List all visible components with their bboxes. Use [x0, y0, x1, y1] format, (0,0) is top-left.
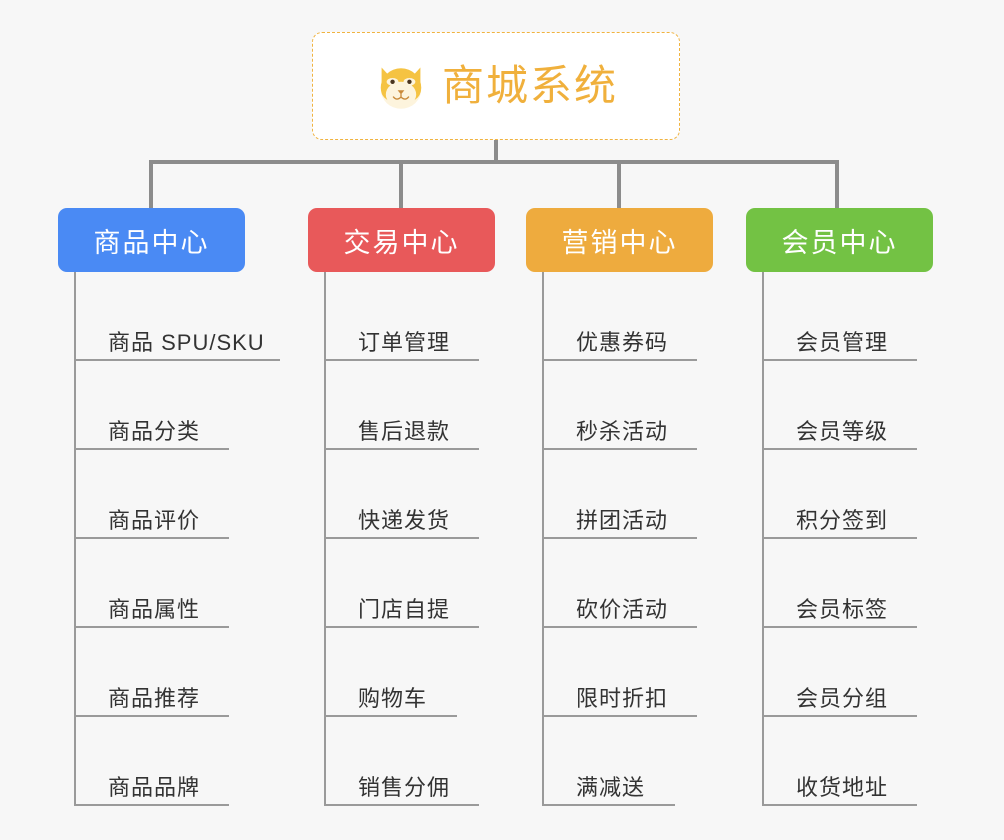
- list-item[interactable]: 会员管理: [764, 272, 933, 361]
- leaf-label: 商品属性: [108, 597, 201, 622]
- leaf-label: 快递发货: [358, 508, 451, 533]
- leaf-rule: [764, 537, 917, 539]
- list-item[interactable]: 收货地址: [764, 717, 933, 806]
- leaf-label: 会员分组: [796, 686, 889, 711]
- leaf-rule: [544, 804, 675, 806]
- list-item[interactable]: 拼团活动: [544, 450, 713, 539]
- category-header-member-center[interactable]: 会员中心: [746, 208, 933, 272]
- leaf-label: 限时折扣: [576, 686, 669, 711]
- connector-drop-trade-center: [399, 160, 403, 208]
- list-item[interactable]: 砍价活动: [544, 539, 713, 628]
- connector-drop-member-center: [835, 160, 839, 208]
- list-item[interactable]: 商品品牌: [76, 717, 265, 806]
- leaf-label: 拼团活动: [576, 508, 669, 533]
- list-item[interactable]: 满减送: [544, 717, 713, 806]
- branch-member-center: 会员中心 会员管理 会员等级 积分签到 会员标签 会员分组: [746, 208, 933, 806]
- category-header-trade-center[interactable]: 交易中心: [308, 208, 495, 272]
- list-item[interactable]: 商品分类: [76, 361, 265, 450]
- leaf-label: 优惠券码: [576, 330, 669, 355]
- connector-horizontal-bus: [149, 160, 839, 164]
- list-item[interactable]: 优惠券码: [544, 272, 713, 361]
- leaf-label: 购物车: [358, 686, 428, 711]
- root-title: 商城系统: [441, 62, 618, 109]
- leaf-label: 砍价活动: [576, 597, 669, 622]
- list-item[interactable]: 商品评价: [76, 450, 265, 539]
- leaf-rule: [326, 448, 479, 450]
- list-item[interactable]: 订单管理: [326, 272, 495, 361]
- category-header-marketing-center[interactable]: 营销中心: [526, 208, 713, 272]
- list-item[interactable]: 门店自提: [326, 539, 495, 628]
- leaf-rule: [544, 448, 697, 450]
- leaf-label: 满减送: [576, 775, 646, 800]
- leaf-rule: [76, 359, 280, 361]
- list-item[interactable]: 会员分组: [764, 628, 933, 717]
- connector-drop-marketing-center: [617, 160, 621, 208]
- list-item[interactable]: 会员标签: [764, 539, 933, 628]
- leaf-rule: [76, 448, 229, 450]
- list-item[interactable]: 销售分佣: [326, 717, 495, 806]
- leaf-rule: [764, 359, 917, 361]
- list-item[interactable]: 售后退款: [326, 361, 495, 450]
- leaf-rule: [764, 804, 917, 806]
- leaf-label: 门店自提: [358, 597, 451, 622]
- leaf-rule: [544, 626, 697, 628]
- leaf-list-marketing-center: 优惠券码 秒杀活动 拼团活动 砍价活动 限时折扣 满减送: [542, 272, 713, 806]
- root-node[interactable]: 商城系统: [312, 32, 680, 140]
- leaf-rule: [544, 537, 697, 539]
- connector-root-stem: [494, 140, 498, 164]
- leaf-label: 商品评价: [108, 508, 201, 533]
- leaf-label: 会员标签: [796, 597, 889, 622]
- category-header-product-center[interactable]: 商品中心: [58, 208, 245, 272]
- shiba-dog-face-icon: [374, 59, 428, 113]
- leaf-label: 秒杀活动: [576, 419, 669, 444]
- leaf-rule: [326, 359, 479, 361]
- leaf-label: 商品 SPU/SKU: [108, 330, 265, 355]
- branch-trade-center: 交易中心 订单管理 售后退款 快递发货 门店自提 购物车: [308, 208, 495, 806]
- leaf-label: 收货地址: [796, 775, 889, 800]
- list-item[interactable]: 购物车: [326, 628, 495, 717]
- leaf-rule: [326, 715, 457, 717]
- list-item[interactable]: 快递发货: [326, 450, 495, 539]
- leaf-label: 销售分佣: [358, 775, 451, 800]
- leaf-list-trade-center: 订单管理 售后退款 快递发货 门店自提 购物车 销售分佣: [324, 272, 495, 806]
- list-item[interactable]: 商品推荐: [76, 628, 265, 717]
- leaf-rule: [764, 626, 917, 628]
- leaf-rule: [76, 626, 229, 628]
- branch-marketing-center: 营销中心 优惠券码 秒杀活动 拼团活动 砍价活动 限时折扣: [526, 208, 713, 806]
- list-item[interactable]: 积分签到: [764, 450, 933, 539]
- leaf-label: 会员等级: [796, 419, 889, 444]
- leaf-rule: [544, 359, 697, 361]
- leaf-rule: [76, 715, 229, 717]
- leaf-rule: [76, 804, 229, 806]
- list-item[interactable]: 商品 SPU/SKU: [76, 272, 280, 361]
- list-item[interactable]: 限时折扣: [544, 628, 713, 717]
- branch-product-center: 商品中心 商品 SPU/SKU 商品分类 商品评价 商品属性 商品推荐: [58, 208, 280, 806]
- connector-drop-product-center: [149, 160, 153, 208]
- leaf-label: 积分签到: [796, 508, 889, 533]
- leaf-rule: [764, 715, 917, 717]
- list-item[interactable]: 商品属性: [76, 539, 265, 628]
- leaf-label: 订单管理: [358, 330, 451, 355]
- leaf-label: 商品推荐: [108, 686, 201, 711]
- leaf-rule: [326, 537, 479, 539]
- leaf-list-product-center: 商品 SPU/SKU 商品分类 商品评价 商品属性 商品推荐 商品品牌: [74, 272, 280, 806]
- list-item[interactable]: 秒杀活动: [544, 361, 713, 450]
- leaf-label: 商品品牌: [108, 775, 201, 800]
- leaf-rule: [544, 715, 697, 717]
- leaf-label: 售后退款: [358, 419, 451, 444]
- leaf-rule: [326, 626, 479, 628]
- leaf-list-member-center: 会员管理 会员等级 积分签到 会员标签 会员分组 收货地址: [762, 272, 933, 806]
- leaf-label: 会员管理: [796, 330, 889, 355]
- leaf-rule: [326, 804, 479, 806]
- leaf-label: 商品分类: [108, 419, 201, 444]
- list-item[interactable]: 会员等级: [764, 361, 933, 450]
- leaf-rule: [76, 537, 229, 539]
- leaf-rule: [764, 448, 917, 450]
